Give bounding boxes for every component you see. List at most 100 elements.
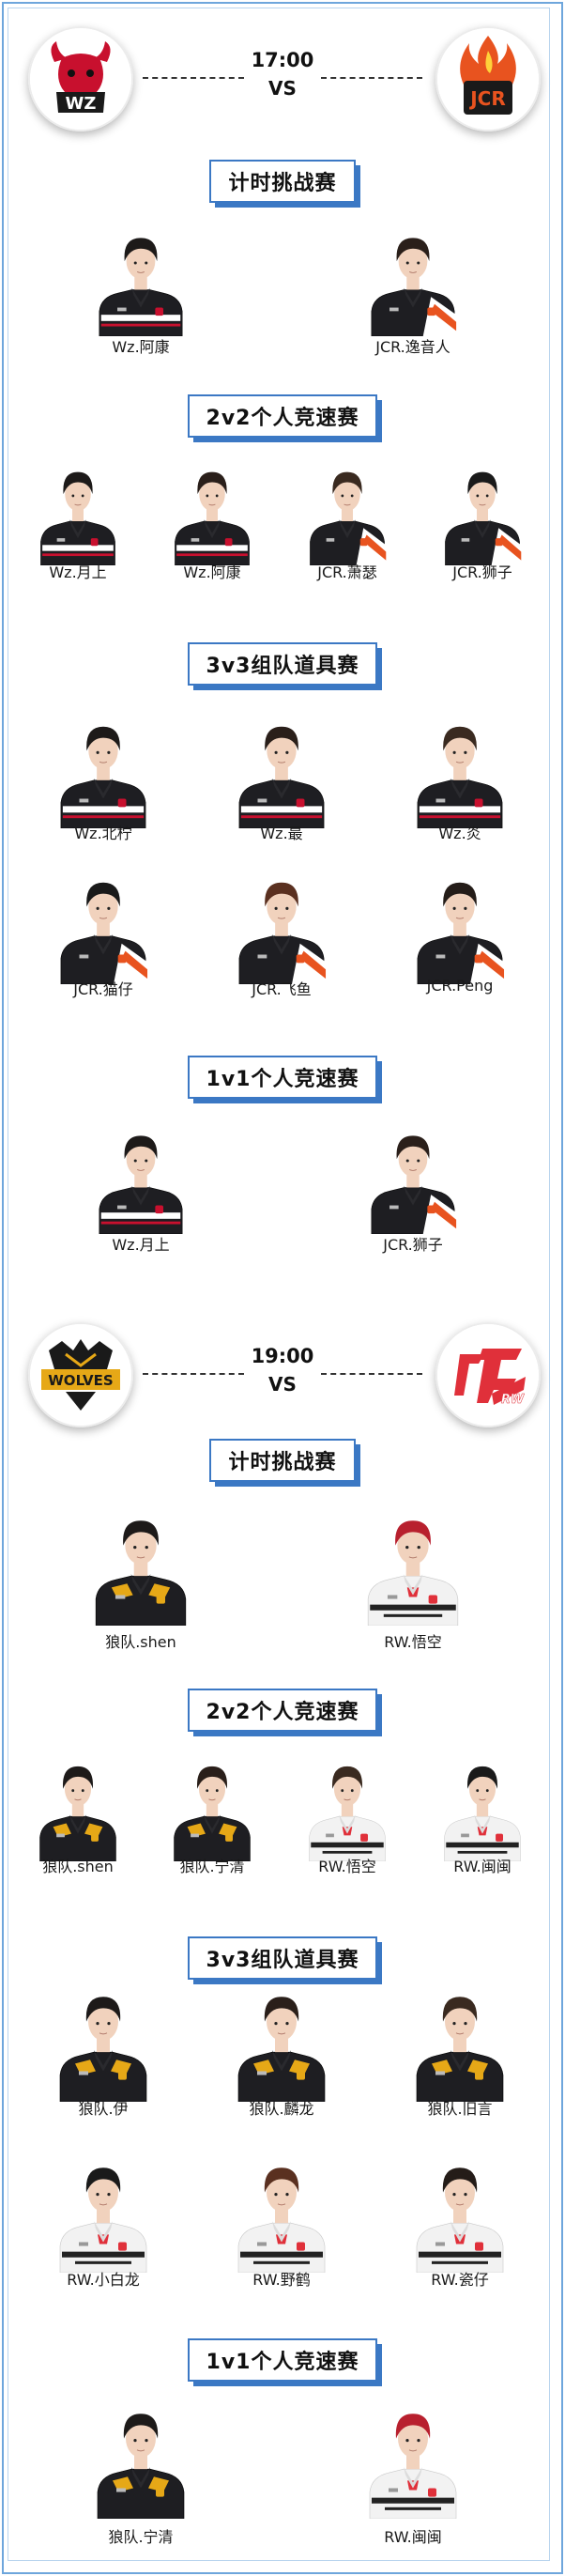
section-title-box: 1v1个人竞速赛 <box>187 2338 383 2386</box>
player-name: 狼队.旧言 <box>427 2100 493 2118</box>
player-photo <box>236 870 328 984</box>
section-title-box: 1v1个人竞速赛 <box>187 1056 383 1103</box>
player-card: RW.悟空 <box>306 1754 389 1893</box>
player-name: 狼队.麟龙 <box>249 2100 314 2118</box>
player-photo <box>414 714 506 828</box>
player-photo <box>37 1754 119 1861</box>
player-card: RW.悟空 <box>364 1507 462 1669</box>
player-photo <box>96 225 186 336</box>
player-card: JCR.狮子 <box>442 460 523 599</box>
player-name: JCR.逸音人 <box>375 338 450 356</box>
section-title: 3v3组队道具赛 <box>0 1935 565 1984</box>
player-card: 狼队.宁清 <box>171 1754 253 1893</box>
player-name: RW.悟空 <box>384 1633 442 1651</box>
section-title-text: 计时挑战赛 <box>228 172 337 195</box>
player-name: JCR.飞鱼 <box>252 980 312 998</box>
section-title: 2v2个人竞速赛 <box>0 1687 565 1736</box>
player-photo <box>56 2154 150 2273</box>
player-photo <box>38 460 118 565</box>
team-left-logo-text: WOLVES <box>48 1372 113 1389</box>
jcr-flame-logo: JCR <box>435 26 541 131</box>
player-photo <box>413 1983 507 2102</box>
section-title: 1v1个人竞速赛 <box>0 1054 565 1103</box>
section-title-text: 1v1个人竞速赛 <box>206 2351 359 2374</box>
player-photo <box>442 460 523 565</box>
section-title-box: 2v2个人竞速赛 <box>187 394 383 442</box>
player-card: RW.小白龙 <box>56 2154 150 2306</box>
player-name: Wz.月上 <box>112 1236 170 1254</box>
player-name: JCR.猫仔 <box>73 980 133 998</box>
section-title: 3v3组队道具赛 <box>0 640 565 690</box>
player-photo <box>413 2154 507 2273</box>
player-card: Wz.阿康 <box>96 225 186 374</box>
player-card: JCR.逸音人 <box>368 225 458 374</box>
player-photo <box>306 1754 389 1861</box>
divider-right <box>321 1373 422 1375</box>
player-card: 狼队.shen <box>92 1507 190 1669</box>
player-name: RW.小白龙 <box>67 2271 140 2289</box>
player-card: 狼队.shen <box>37 1754 119 1893</box>
player-name: RW.闽闽 <box>453 1858 512 1875</box>
section-title-text: 计时挑战赛 <box>228 1451 337 1474</box>
player-name: 狼队.shen <box>42 1858 114 1875</box>
section-title-text: 3v3组队道具赛 <box>206 655 359 678</box>
player-photo <box>307 460 388 565</box>
player-card: 狼队.旧言 <box>413 1983 507 2136</box>
player-name: Wz.炎 <box>438 825 481 842</box>
player-name: JCR.萧瑟 <box>317 563 377 581</box>
section-title-text: 1v1个人竞速赛 <box>206 1068 359 1091</box>
player-photo <box>235 2154 328 2273</box>
player-card: RW.闽闽 <box>366 2400 460 2564</box>
player-name: Wz.阿康 <box>112 338 170 356</box>
section-title: 计时挑战赛 <box>0 158 565 208</box>
player-photo <box>368 225 458 336</box>
player-card: RW.瓷仔 <box>413 2154 507 2306</box>
divider-left <box>143 1373 244 1375</box>
team-left-logo-text: WZ <box>66 94 97 114</box>
wz-bull-logo: WZ <box>28 26 133 131</box>
divider-right <box>321 77 422 79</box>
player-card: 狼队.宁清 <box>94 2400 188 2564</box>
player-card: Wz.月上 <box>38 460 118 599</box>
player-photo <box>57 870 149 984</box>
match-vs-label: VS <box>268 1373 297 1396</box>
player-name: JCR.狮子 <box>383 1236 443 1254</box>
rw-logo: RW <box>435 1322 541 1427</box>
player-name: 狼队.宁清 <box>108 2528 174 2546</box>
section-title: 1v1个人竞速赛 <box>0 2337 565 2386</box>
player-name: Wz.月上 <box>49 563 107 581</box>
player-name: 狼队.宁清 <box>179 1858 245 1875</box>
player-photo <box>57 714 149 828</box>
wolves-logo: WOLVES <box>28 1322 133 1427</box>
player-name: 狼队.伊 <box>78 2100 129 2118</box>
player-photo <box>96 1123 186 1234</box>
page-inner-border <box>8 8 550 2561</box>
player-photo <box>92 1507 190 1626</box>
player-card: JCR.猫仔 <box>57 870 149 1016</box>
section-title-box: 计时挑战赛 <box>209 160 360 208</box>
player-photo <box>235 1983 328 2102</box>
player-card: JCR.飞鱼 <box>236 870 328 1016</box>
player-photo <box>368 1123 458 1234</box>
section-title-text: 2v2个人竞速赛 <box>206 1701 359 1724</box>
player-name: 狼队.shen <box>105 1633 176 1651</box>
match-time: 17:00 <box>251 49 314 71</box>
player-name: RW.悟空 <box>318 1858 376 1875</box>
match-vs-label: VS <box>268 77 297 100</box>
player-card: JCR.Peng <box>414 870 506 1016</box>
player-card: RW.野鹤 <box>235 2154 328 2306</box>
match-time: 19:00 <box>251 1345 314 1367</box>
section-title-box: 2v2个人竞速赛 <box>187 1689 383 1736</box>
player-name: Wz.最 <box>260 825 303 842</box>
player-photo <box>172 460 252 565</box>
player-photo <box>414 870 506 984</box>
player-photo <box>364 1507 462 1626</box>
section-title-box: 3v3组队道具赛 <box>187 642 383 690</box>
player-card: Wz.炎 <box>414 714 506 860</box>
divider-left <box>143 77 244 79</box>
player-name: RW.闽闽 <box>384 2528 442 2546</box>
section-title-box: 3v3组队道具赛 <box>187 1936 383 1984</box>
